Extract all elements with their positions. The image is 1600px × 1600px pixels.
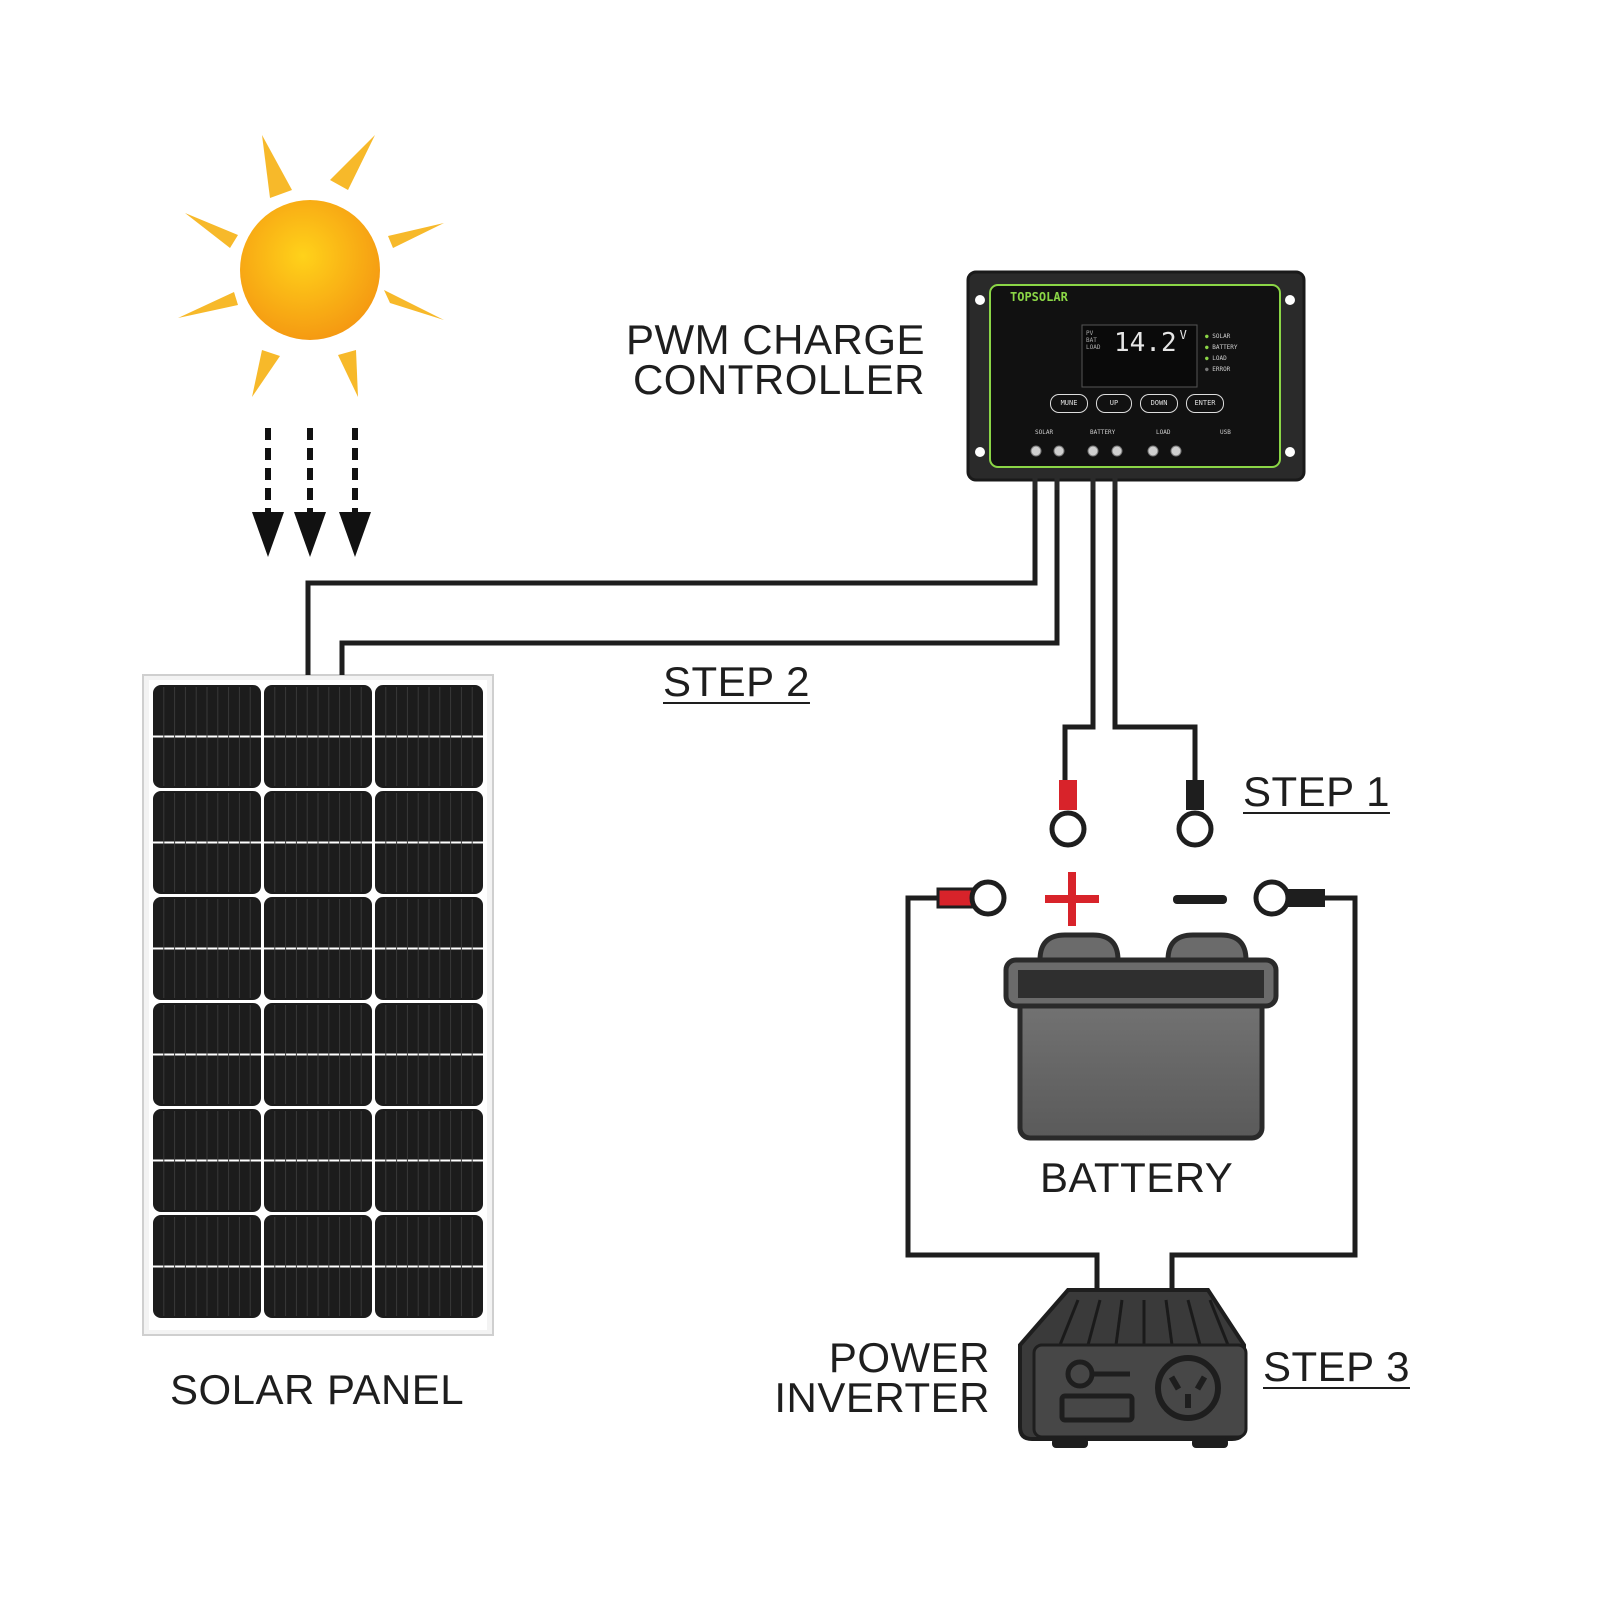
inverter-icon	[1018, 1288, 1248, 1448]
display-row-bat: BAT	[1086, 337, 1097, 344]
enter-button[interactable]: ENTER	[1186, 394, 1224, 413]
display-rows: PV BAT LOAD	[1086, 330, 1100, 351]
step1-lugs	[1049, 780, 1214, 848]
controller-indicators: ● SOLAR ● BATTERY ● LOAD ● ERROR	[1205, 331, 1238, 375]
controller-label: PWM CHARGE CONTROLLER	[560, 316, 925, 403]
port-label-usb: USB	[1220, 429, 1231, 436]
inverter-wires	[905, 895, 1358, 1290]
battery-icon	[1003, 932, 1279, 1141]
step1-label: STEP 1	[1243, 768, 1390, 815]
controller-label-line1: PWM CHARGE	[626, 316, 925, 363]
inverter-label: POWER INVERTER	[700, 1334, 990, 1421]
indicator-battery: ● BATTERY	[1205, 344, 1238, 351]
panel-cells	[153, 685, 483, 1318]
inverter-label-line1: POWER	[828, 1334, 990, 1381]
port-label-solar: SOLAR	[1035, 429, 1054, 436]
port-label-battery: BATTERY	[1090, 429, 1116, 436]
solar-panel	[142, 674, 494, 1336]
display-unit: V	[1179, 328, 1187, 342]
solar-panel-label: SOLAR PANEL	[170, 1366, 465, 1413]
arrow-heads	[252, 512, 371, 557]
panel-wires	[305, 478, 1060, 675]
charge-controller	[966, 270, 1306, 490]
plus-icon	[1045, 872, 1099, 926]
up-button[interactable]: UP	[1096, 394, 1132, 413]
controller-brand: TOPSOLAR	[1010, 290, 1068, 304]
battery-wires	[1062, 478, 1198, 785]
display-value: 14.2	[1114, 328, 1177, 358]
port-label-load: LOAD	[1156, 429, 1171, 436]
battery-lugs	[936, 879, 1325, 917]
menu-button[interactable]: MUNE	[1050, 394, 1088, 413]
minus-icon	[1173, 895, 1227, 904]
indicator-load: ● LOAD	[1205, 355, 1227, 362]
controller-label-line2: CONTROLLER	[632, 356, 925, 403]
sunlight-arrows	[265, 428, 358, 520]
inverter-label-line2: INVERTER	[774, 1374, 990, 1421]
display-row-pv: PV	[1086, 330, 1094, 337]
display-row-load: LOAD	[1086, 344, 1101, 351]
indicator-solar: ● SOLAR	[1205, 333, 1231, 340]
controller-buttons: MUNE UP DOWN ENTER	[1050, 394, 1224, 413]
step2-label: STEP 2	[663, 658, 810, 705]
sun-rays	[178, 135, 444, 397]
indicator-error: ● ERROR	[1205, 366, 1231, 373]
down-button[interactable]: DOWN	[1140, 394, 1178, 413]
step3-label: STEP 3	[1263, 1343, 1410, 1390]
sun-icon	[178, 135, 444, 397]
battery-label: BATTERY	[1040, 1154, 1234, 1201]
